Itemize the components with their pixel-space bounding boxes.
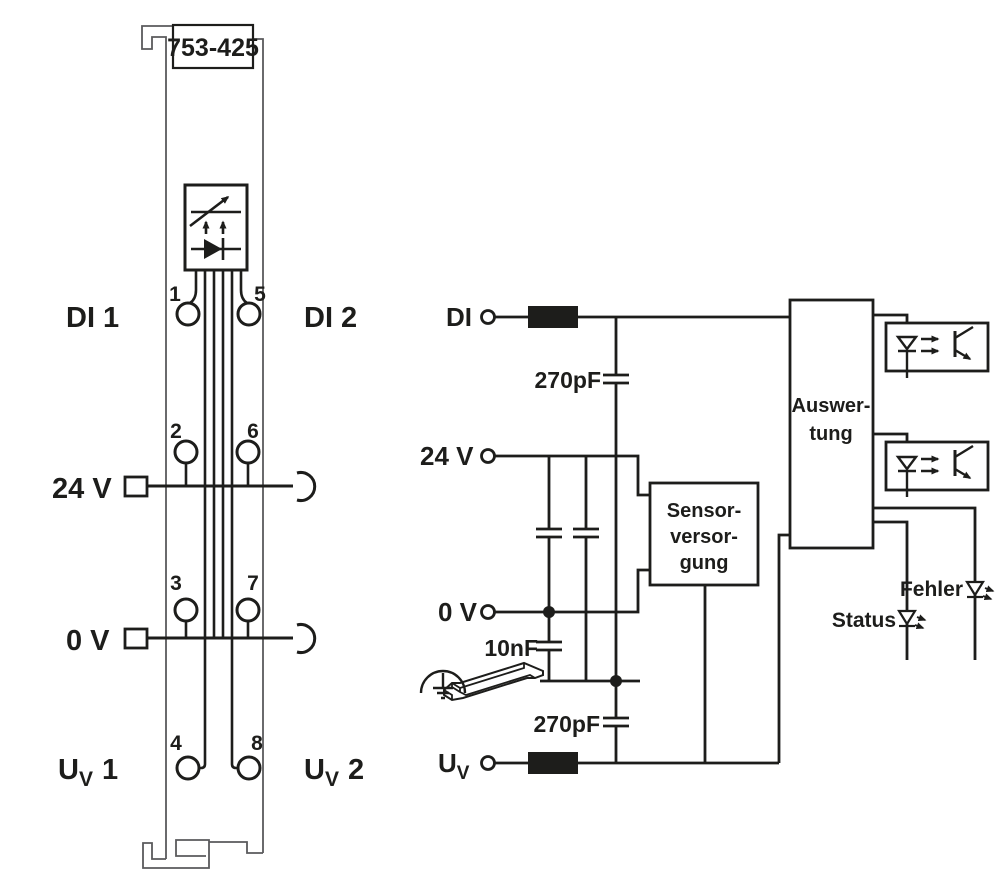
- uv-terminal-circle: [480, 755, 496, 771]
- power-feed-contact-24v: [123, 475, 149, 498]
- terminal-number-6: 6: [247, 420, 259, 443]
- module-0v-rail: [123, 623, 317, 654]
- rail-ground-capacitor: 10nF: [484, 612, 562, 681]
- v24-terminal-circle: [480, 448, 496, 464]
- v24-input-branch: 24 V: [420, 441, 650, 497]
- terminal-number-3: 3: [170, 572, 182, 595]
- status-led-label: Status: [832, 609, 896, 632]
- di-terminal-circle: [480, 309, 496, 325]
- uv-label: UV: [438, 748, 470, 784]
- terminal-number-4: 4: [170, 732, 182, 755]
- label-24v: 24 V: [52, 473, 112, 505]
- uv-filter-capacitor: 270pF: [534, 681, 629, 763]
- cap-270pf-bottom-label: 270pF: [534, 711, 600, 737]
- v0-terminal-circle: [480, 604, 496, 620]
- terminal-number-1: 1: [169, 283, 181, 306]
- terminal-number-2: 2: [170, 420, 182, 443]
- io-module-drawing: 753-425: [52, 23, 364, 869]
- terminal-number-8: 8: [251, 732, 263, 755]
- svg-text:versor-: versor-: [670, 526, 738, 548]
- terminal-8: [236, 755, 262, 781]
- part-number: 753-425: [167, 34, 259, 62]
- di-series-resistor: [528, 306, 578, 328]
- functional-earth-icon: [419, 669, 467, 700]
- status-led-branch: Status: [832, 520, 927, 660]
- svg-text:Auswer-: Auswer-: [792, 395, 871, 417]
- optocoupler-1-icon: [873, 313, 990, 378]
- supply-capacitor-a: [536, 456, 562, 612]
- terminal-7: [235, 597, 261, 623]
- terminal-numbers: 1 5 2 6 3 7 4 8: [169, 283, 266, 755]
- power-jumper-contact-24v: [296, 471, 317, 502]
- module-housing-outline: [141, 25, 264, 869]
- terminal-number-5: 5: [254, 283, 266, 306]
- svg-text:Sensor-: Sensor-: [667, 500, 741, 522]
- diode-icon: [191, 238, 241, 260]
- module-outline-right: [250, 38, 264, 853]
- part-number-box: [171, 23, 255, 70]
- di-label: DI: [446, 302, 472, 332]
- svg-text:tung: tung: [809, 423, 852, 445]
- label-di1: DI 1: [66, 302, 119, 334]
- uv-input-branch: UV: [438, 748, 779, 784]
- digital-input-icon: [189, 195, 241, 234]
- terminal-2: [173, 439, 199, 465]
- status-led-icon: [897, 609, 917, 627]
- terminal-6: [235, 439, 261, 465]
- v24-label: 24 V: [420, 441, 474, 471]
- v0-label: 0 V: [438, 597, 478, 627]
- di-filter-capacitor: 270pF: [535, 317, 629, 681]
- opto2-led: [895, 455, 919, 471]
- terminal-stems: [184, 463, 250, 638]
- label-0v: 0 V: [66, 625, 110, 657]
- sensor-supply-block: Sensor- versor- gung: [648, 481, 760, 763]
- supply-capacitor-b: [573, 456, 599, 681]
- module-outline-bottom-latch: [142, 839, 263, 869]
- junction-dot-0v: [543, 606, 555, 618]
- terminal-contacts: [173, 301, 262, 781]
- function-icon-box: [183, 183, 249, 272]
- error-led-branch: Fehler: [873, 506, 995, 660]
- junction-dot-rail: [610, 675, 622, 687]
- circuit-schematic: DI 270pF 270pF 24 V 0 V: [419, 298, 995, 784]
- label-di2: DI 2: [304, 302, 357, 334]
- uv-series-resistor: [528, 752, 578, 774]
- error-led-label: Fehler: [900, 578, 963, 601]
- power-feed-contact-0v: [123, 627, 149, 650]
- optocoupler-2-icon: [873, 432, 990, 497]
- error-led-icon: [965, 580, 985, 598]
- opto1-led: [895, 335, 919, 351]
- svg-text:gung: gung: [680, 552, 729, 574]
- terminal-5: [236, 301, 262, 327]
- module-24v-rail: [123, 471, 317, 502]
- evaluation-block: Auswer- tung: [777, 298, 875, 763]
- power-jumper-contact-0v: [296, 623, 317, 654]
- module-outline-left: [141, 25, 178, 859]
- din-rail-icon: [443, 661, 544, 702]
- v0-input-branch: 0 V: [438, 568, 650, 627]
- evaluation-to-uv-line: [777, 533, 790, 763]
- terminal-4: [175, 755, 201, 781]
- di-input-branch: DI: [446, 302, 790, 332]
- cap-10nf-label: 10nF: [484, 635, 538, 661]
- cap-270pf-top-label: 270pF: [535, 367, 601, 393]
- terminal-number-7: 7: [247, 572, 259, 595]
- internal-wire-ribbon: [189, 270, 248, 770]
- terminal-1: [175, 301, 201, 327]
- terminal-3: [173, 597, 199, 623]
